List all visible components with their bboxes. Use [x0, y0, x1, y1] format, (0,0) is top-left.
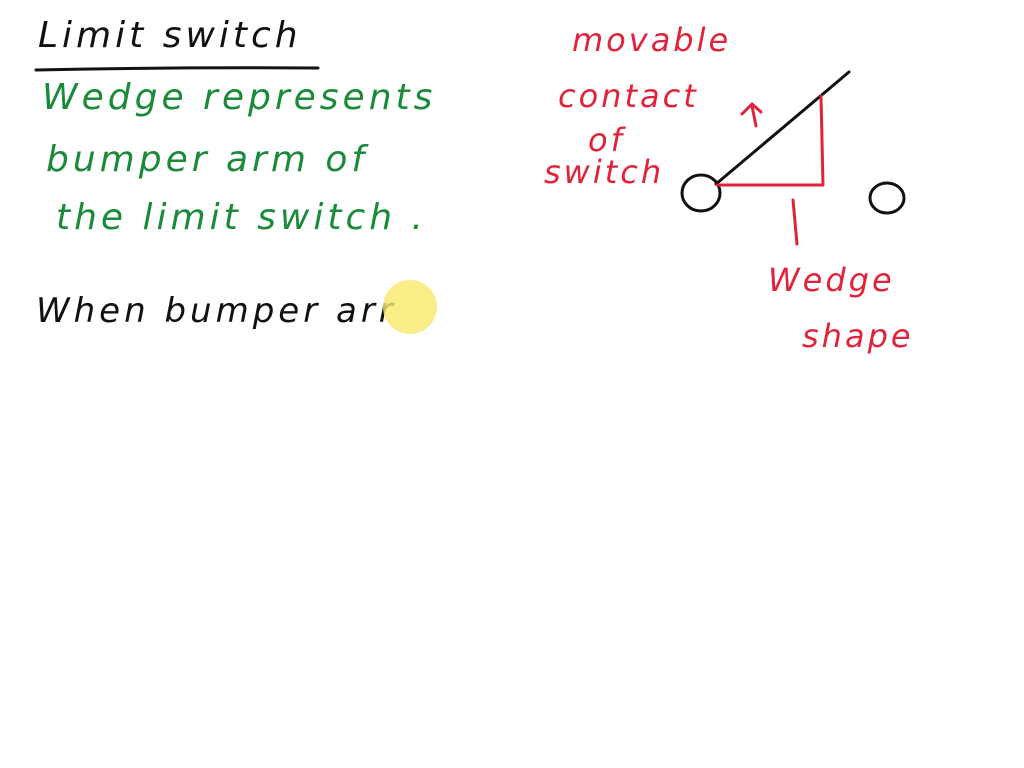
- label-of: of: [588, 121, 625, 159]
- arrow-up: [740, 102, 763, 128]
- title-underline: [34, 66, 320, 72]
- partial-sentence: When bumper arr: [36, 291, 397, 331]
- label-switch: switch: [544, 153, 665, 191]
- left-contact-circle: [680, 173, 722, 213]
- movable-contact-arm: [714, 70, 851, 186]
- wedge-outline: [715, 94, 825, 187]
- label-movable: movable: [572, 21, 732, 59]
- label-shape: shape: [802, 317, 914, 355]
- wedge-pointer-line: [791, 198, 799, 246]
- label-contact: contact: [558, 77, 699, 115]
- page-title: Limit switch: [38, 15, 302, 56]
- note-line-2: bumper arm of: [46, 139, 369, 180]
- label-wedge: Wedge: [768, 261, 895, 299]
- right-contact-circle: [868, 181, 906, 215]
- note-line-3: the limit switch .: [56, 197, 427, 238]
- note-line-1: Wedge represents: [42, 77, 437, 118]
